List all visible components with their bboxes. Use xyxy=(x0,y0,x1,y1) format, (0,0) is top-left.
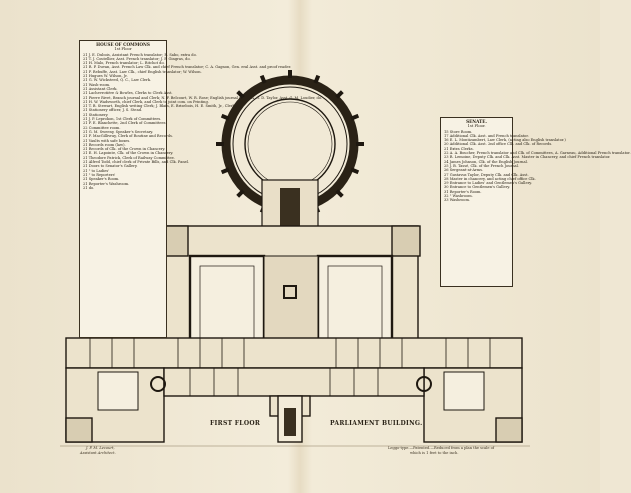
buttress xyxy=(313,74,321,84)
legend-item: 21 H. W. Wadsworth, chief Clerk, and Cle… xyxy=(83,99,209,104)
credit-line-1: J. P. M. Lecourt, xyxy=(86,446,115,450)
legend-item: 16 E. L. Montizambert, Law Clerk, (actin… xyxy=(444,138,566,143)
room-partitions xyxy=(89,338,491,396)
legend-item: 17 Additional Clk. Asst. and French tran… xyxy=(444,133,529,138)
west-stairwell xyxy=(150,376,166,392)
interior-courts xyxy=(97,371,485,411)
legend-item: 21 Theodore Patrick, Clerk of Railway Co… xyxy=(83,155,175,160)
legend-item: 21 G. M. Sweeny, Speaker's Secretary. xyxy=(83,129,154,134)
buttress xyxy=(220,167,230,175)
senate-legend-list: 15 Store Room.17 Additional Clk. Asst. a… xyxy=(444,129,631,203)
legend-item: 21 T. J. Coutellier, Asst. French transl… xyxy=(83,56,191,61)
buttress xyxy=(350,167,360,175)
legend-item: 21 E. H. Lapointe, Clk. of the Crown in … xyxy=(83,151,174,156)
senate-legend-title: SENATE. xyxy=(466,119,487,124)
entrance-stair xyxy=(284,408,296,436)
legend-item: 27 Gustavus Taylor, Deputy Clk. and Clk.… xyxy=(444,172,529,177)
legend-item: 23 R. Lemoine, Deputy Clk. and Clk. Asst… xyxy=(444,155,611,160)
legend-item: 21 J. P. Leprohon, 1st Clerk of Committe… xyxy=(83,117,162,122)
buttress xyxy=(335,90,344,99)
legend-item: 21 F. Rebuffe, Asst. Law Clk., chief Eng… xyxy=(83,69,202,74)
legend-item: 21 " to Reporters' xyxy=(83,172,116,177)
legend-item: 21 J. E. Dubois, Assistant French transl… xyxy=(83,52,197,57)
legend-item: 24 James Johnson, Clk. of the English Jo… xyxy=(444,159,528,164)
buttress xyxy=(220,113,230,121)
legend-item: 28 Master in chancery, and acting chief … xyxy=(444,176,536,181)
buttress xyxy=(259,74,267,84)
legend-item: 33 Washroom. xyxy=(444,198,470,203)
legend-item: 21 Assistant Clerk. xyxy=(83,86,118,91)
buttress xyxy=(236,90,245,99)
first-floor-caption: FIRST FLOOR xyxy=(210,420,261,427)
legend-item: 21 Stationery. xyxy=(83,112,109,117)
senate-legend-subtitle: 1st Floor. xyxy=(467,123,486,129)
legend-item: 21 Vaults with safe boxes. xyxy=(83,138,131,143)
buttress xyxy=(335,189,344,198)
legend-item: 21 Extra Clerks. xyxy=(444,146,474,151)
legend-item: 15 Store Room. xyxy=(444,129,473,134)
legend-item: 21 do. xyxy=(83,185,95,190)
credit-line-2: Assistant Architect. xyxy=(80,451,116,455)
legend-item: 21 Wash-room. xyxy=(83,82,111,87)
legend-item: 21 Pierre Rivet, Branch journal and Cler… xyxy=(83,95,323,100)
scale-note-1: Leggo-type.—Patented.—Reduced from a pla… xyxy=(388,446,495,450)
corridor-stair xyxy=(280,188,300,228)
floor-plan-drawing xyxy=(60,70,530,447)
legend-item: 21 Hugues W. Wilson, Jr. xyxy=(83,74,128,79)
legend-item: 30 Entrance to Gentlemen's Gallery. xyxy=(444,185,511,190)
senate-legend: SENATE. 1st Floor. 15 Store Room.17 Addi… xyxy=(440,117,631,287)
legend-item: 21 " to Ladies' xyxy=(83,168,110,173)
legend-item: 21 Alfred Todd, chief clerk of Private B… xyxy=(83,160,190,165)
legend-item: 21 Records of Clk. of the Crown in Chanc… xyxy=(83,147,166,152)
legend-item: 21 Records room (law). xyxy=(83,142,126,147)
legend-item: 32 " Washroom. xyxy=(444,194,473,199)
legend-item: 21 T. B. Stewart, English writing Clerk;… xyxy=(83,104,238,109)
legend-item: 21 F. E. Blanchette, 2nd Clerk of Commit… xyxy=(83,121,167,126)
central-pillar xyxy=(283,285,297,299)
legend-item: 21 Lachevrotière & Bowles, Clerks to Cle… xyxy=(83,91,173,96)
legend-item: 21 Stationery officer, J. S. Stead. xyxy=(83,108,143,113)
parliament-building-caption: PARLIAMENT BUILDING. xyxy=(330,420,423,427)
buttress xyxy=(236,189,245,198)
legend-item: 26 Sergeant-at-Arms. xyxy=(444,168,484,173)
legend-item: 25 J. B. Tassé, Clk. of the French Journ… xyxy=(444,163,519,168)
legend-item: 21 G. W. Wicksteed, Q. C., Law Clerk. xyxy=(83,78,152,83)
legend-item: 22 Committee room. xyxy=(83,125,121,130)
legend-item: 29 Entrance to Ladies' and Gentlemen's G… xyxy=(444,181,532,186)
house-of-commons-legend: HOUSE OF COMMONS 1st Floor 21 J. E. Dubo… xyxy=(79,40,323,338)
buttress xyxy=(350,113,360,121)
legend-item: 21 Doors to Senator's Gallery. xyxy=(83,164,138,169)
legend-item: 21 F. MacGillivray, Clerk of Routine and… xyxy=(83,134,173,139)
house-legend-list: 21 J. E. Dubois, Assistant French transl… xyxy=(83,52,323,191)
east-stairwell xyxy=(416,376,432,392)
legend-item: 21 H. Malo, French translator; L. Ritcho… xyxy=(83,61,165,66)
scale-note-2: which is 1 feet to the inch. xyxy=(410,451,459,455)
legend-item: 21 Speaker's Room. xyxy=(83,177,120,182)
legend-item: 21 Reporter's Washroom. xyxy=(83,181,130,186)
house-legend-title: HOUSE OF COMMONS xyxy=(96,42,150,47)
legend-item: 21 R. P. Duvan, Asst. French Law Clk. an… xyxy=(83,65,292,70)
legend-item: 31 Reporter's Room. xyxy=(444,189,482,194)
legend-item: 22 A. A. Boucher, French translator and … xyxy=(444,151,631,156)
house-legend-subtitle: 1st Floor xyxy=(114,46,132,52)
legend-item: 20 Additional Clk. Asst. 2nd office Clk.… xyxy=(444,142,553,147)
